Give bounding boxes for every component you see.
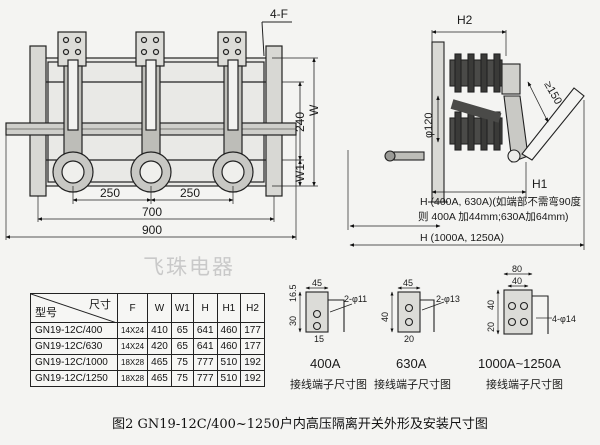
- t1000-rating: 1000A~1250A: [478, 356, 561, 371]
- cell-w1: 75: [170, 370, 194, 387]
- mount-foot-left: [29, 45, 47, 197]
- table-header-row: 尺寸 型号 F W W1 H H1 H2: [30, 293, 265, 323]
- dim-w: W: [307, 104, 321, 116]
- dim-250-left: 250: [100, 186, 120, 200]
- cell-w1: 65: [170, 338, 194, 355]
- cell-w: 410: [147, 322, 172, 339]
- side-view: [347, 30, 585, 250]
- dim-250-right: 250: [180, 186, 200, 200]
- dim-h-large: H (1000A, 1250A): [420, 232, 504, 244]
- front-view: [5, 21, 318, 240]
- cell-f: 18X28: [116, 370, 149, 387]
- cell-h2: 177: [240, 322, 265, 339]
- t1000-dim-40-side: 40: [486, 300, 496, 310]
- dim-240: 240: [293, 112, 307, 132]
- pole-3: [212, 31, 254, 193]
- col-header-h: H: [192, 293, 218, 323]
- cell-h1: 510: [216, 370, 242, 387]
- t400-caption: 接线端子尺寸图: [290, 377, 367, 391]
- table-row: GN19-12C/1250 18X28 465 75 777 510 192: [30, 370, 265, 387]
- mount-foot-right: [265, 45, 283, 197]
- cell-h: 641: [192, 322, 218, 339]
- t400-dim-30: 30: [288, 316, 298, 326]
- t1000-caption: 接线端子尺寸图: [486, 377, 563, 391]
- dim-700: 700: [142, 205, 162, 219]
- t630-hole: 2-φ13: [436, 294, 460, 304]
- table-row: GN19-12C/1000 18X28 465 75 777 510 192: [30, 354, 265, 371]
- t630-dim-40: 40: [380, 312, 390, 322]
- label-4f: 4-F: [270, 7, 288, 21]
- dim-w1: W1: [293, 164, 307, 182]
- cell-h1: 510: [216, 354, 242, 371]
- figure-caption: 图2 GN19-12C/400~1250户内高压隔离开关外形及安装尺寸图: [112, 417, 488, 432]
- cell-h1: 460: [216, 338, 242, 355]
- terminal-1000a: [496, 272, 552, 335]
- col-header-w1: W1: [170, 293, 194, 323]
- corner-label-model: 型号: [35, 307, 57, 319]
- cell-model: GN19-12C/1000: [30, 354, 118, 371]
- cell-f: 14X24: [116, 322, 149, 339]
- cell-model: GN19-12C/400: [30, 322, 118, 339]
- dim-150: ≥150: [541, 80, 564, 107]
- table-row: GN19-12C/630 14X24 420 65 641 460 177: [30, 338, 265, 355]
- t400-rating: 400A: [310, 356, 341, 371]
- t1000-dim-40-top: 40: [512, 276, 522, 286]
- col-header-h1: H1: [216, 293, 242, 323]
- cell-w: 420: [147, 338, 172, 355]
- cell-w: 465: [147, 354, 172, 371]
- t400-hole: 2-φ11: [344, 294, 367, 304]
- t1000-hole: 4-φ14: [552, 314, 576, 324]
- t1000-dim-80: 80: [512, 264, 522, 274]
- cell-h2: 177: [240, 338, 265, 355]
- cell-f: 14X24: [116, 338, 149, 355]
- cell-model: GN19-12C/1250: [30, 370, 118, 387]
- operating-lever: [521, 87, 585, 161]
- col-header-w: W: [147, 293, 172, 323]
- watermark-text: 飞珠电器: [143, 255, 235, 279]
- t630-caption: 接线端子尺寸图: [374, 377, 451, 391]
- insulator-top: [449, 53, 521, 95]
- side-note-line2: 则 400A 加44mm;630A加64mm): [418, 210, 569, 223]
- t400-dim-16-5: 16.5: [288, 284, 298, 302]
- table-corner-header: 尺寸 型号: [30, 293, 118, 323]
- cell-w1: 75: [170, 354, 194, 371]
- cell-h2: 192: [240, 370, 265, 387]
- pole-1: [52, 31, 94, 193]
- t630-rating: 630A: [396, 356, 427, 371]
- cell-h: 641: [192, 338, 218, 355]
- col-header-h2: H2: [240, 293, 265, 323]
- cell-w1: 65: [170, 322, 194, 339]
- dim-900: 900: [142, 223, 162, 237]
- cell-h: 777: [192, 370, 218, 387]
- corner-label-size: 尺寸: [89, 299, 111, 311]
- t630-dim-45: 45: [403, 278, 413, 288]
- pole-2: [130, 31, 172, 193]
- t1000-dim-20: 20: [486, 322, 496, 332]
- dim-h2: H2: [457, 13, 473, 27]
- dim-phi120: φ120: [423, 113, 435, 139]
- cell-w: 465: [147, 370, 172, 387]
- terminal-630a: [390, 286, 445, 333]
- col-header-f: F: [116, 293, 149, 323]
- cell-h: 777: [192, 354, 218, 371]
- cell-f: 18X28: [116, 354, 149, 371]
- insulator-bottom: [384, 111, 503, 162]
- cell-model: GN19-12C/630: [30, 338, 118, 355]
- spec-table: 尺寸 型号 F W W1 H H1 H2 GN19-12C/400 14X24 …: [30, 293, 265, 387]
- terminal-400a: [298, 286, 353, 333]
- t400-dim-15: 15: [314, 334, 324, 344]
- table-row: GN19-12C/400 14X24 410 65 641 460 177: [30, 322, 265, 339]
- cell-h2: 192: [240, 354, 265, 371]
- t630-dim-20: 20: [404, 334, 414, 344]
- cell-h1: 460: [216, 322, 242, 339]
- dim-h1: H1: [532, 177, 548, 191]
- side-note-line1: H (400A, 630A)(如端部不需弯90度: [420, 195, 582, 208]
- t400-dim-45: 45: [312, 278, 322, 288]
